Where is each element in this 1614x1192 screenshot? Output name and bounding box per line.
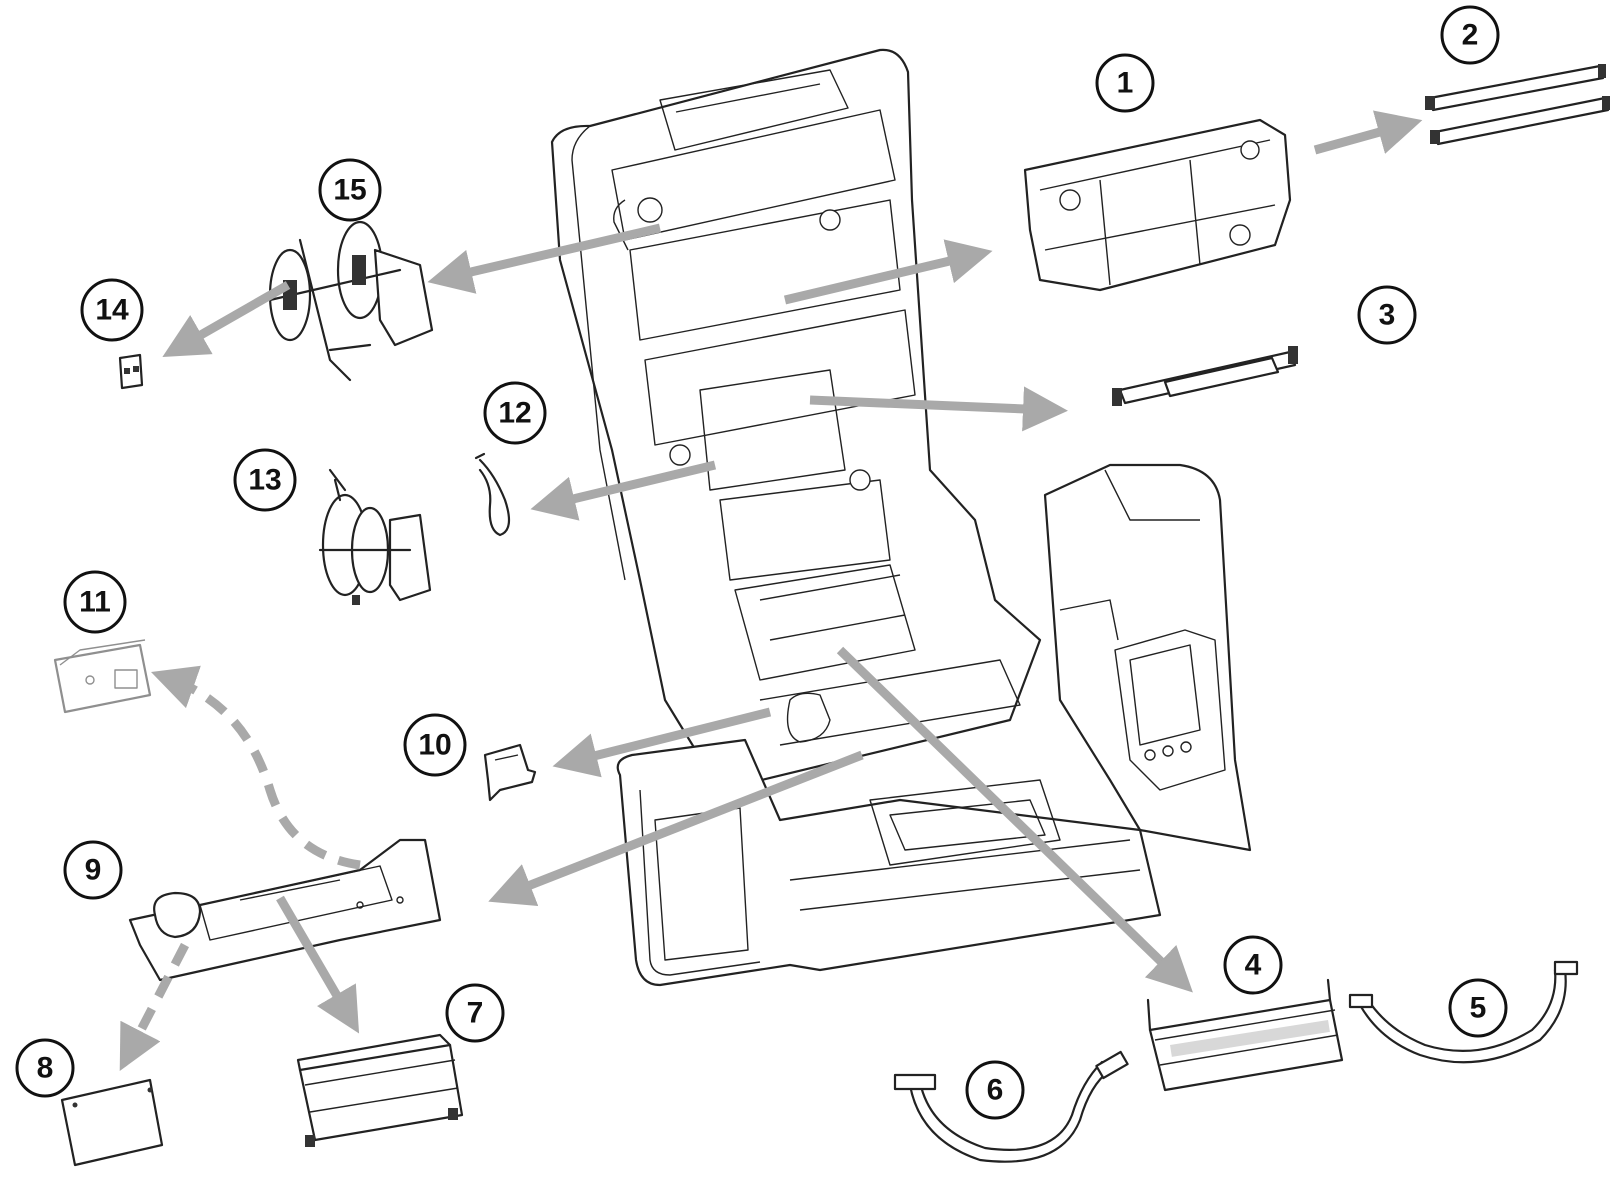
- svg-text:3: 3: [1379, 299, 1396, 332]
- svg-text:14: 14: [95, 294, 129, 327]
- arrow-to-4: [836, 646, 1193, 993]
- arrow-to-8: [119, 942, 189, 1071]
- callout-14: 14: [80, 278, 144, 342]
- svg-text:8: 8: [37, 1052, 54, 1085]
- part-12-clip: [474, 452, 511, 537]
- arrows: [119, 110, 1423, 1071]
- part-13-spindle: [318, 468, 432, 605]
- part-4-module: [1146, 978, 1344, 1092]
- callout-10: 10: [403, 713, 467, 777]
- part-14-connector: [118, 353, 144, 390]
- svg-text:13: 13: [248, 464, 281, 497]
- arrow-to-1: [783, 239, 993, 305]
- svg-text:4: 4: [1245, 949, 1262, 982]
- part-8-board: [60, 1078, 164, 1167]
- callout-15: 15: [318, 158, 382, 222]
- callout-11: 11: [63, 570, 127, 634]
- part-1-assembly: [1023, 118, 1292, 292]
- callout-3: 3: [1357, 285, 1417, 345]
- svg-text:12: 12: [498, 397, 531, 430]
- arrow-to-3: [809, 386, 1068, 432]
- part-10-sensor: [483, 743, 537, 802]
- callout-2: 2: [1440, 5, 1500, 65]
- arrow-to-7: [276, 895, 360, 1034]
- arrow-to-9: [488, 750, 864, 907]
- svg-text:7: 7: [467, 997, 484, 1030]
- callout-4: 4: [1223, 935, 1283, 995]
- arrow-to-10: [552, 707, 772, 778]
- callout-7: 7: [445, 983, 505, 1043]
- part-3-roller: [1112, 346, 1298, 406]
- svg-text:9: 9: [85, 854, 102, 887]
- svg-text:15: 15: [333, 174, 366, 207]
- svg-text:2: 2: [1462, 19, 1479, 52]
- callout-8: 8: [15, 1038, 75, 1098]
- svg-text:11: 11: [79, 586, 111, 619]
- callout-12: 12: [483, 381, 547, 445]
- callout-13: 13: [233, 448, 297, 512]
- part-2-rollers: [1425, 64, 1610, 146]
- arrow-to-14: [162, 281, 291, 357]
- part-15-spindle: [268, 220, 434, 382]
- arrow-to-2: [1313, 110, 1423, 155]
- callout-5: 5: [1448, 978, 1508, 1038]
- part-11-board: [53, 639, 152, 714]
- part-6-cable: [893, 1050, 1129, 1163]
- callouts: 1 2 3 4 5 6 7 8 9 10 11 12 13 14 15: [15, 5, 1508, 1120]
- svg-text:6: 6: [987, 1074, 1004, 1107]
- arrow-to-12: [530, 460, 717, 521]
- svg-text:1: 1: [1117, 67, 1134, 100]
- callout-9: 9: [63, 840, 123, 900]
- part-7-module: [296, 1033, 464, 1147]
- arrow-to-11: [151, 665, 361, 870]
- callout-6: 6: [965, 1060, 1025, 1120]
- callout-1: 1: [1095, 53, 1155, 113]
- svg-text:5: 5: [1470, 992, 1487, 1025]
- svg-text:10: 10: [418, 729, 451, 762]
- arrow-to-15: [427, 223, 662, 294]
- part-5-cable: [1348, 960, 1579, 1064]
